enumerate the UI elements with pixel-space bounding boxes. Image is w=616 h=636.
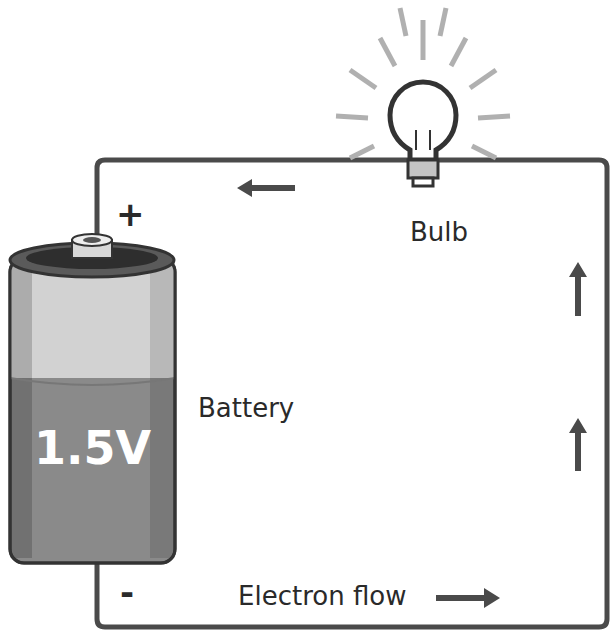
battery-cell: 1.5V [10, 258, 175, 563]
voltage-label: 1.5V [34, 423, 151, 474]
flow-label: Electron flow [238, 582, 406, 611]
part-name: Battery [198, 394, 294, 423]
terminal-sign: + [116, 196, 145, 233]
battery-symbol [10, 234, 175, 563]
terminal-sign: - [120, 574, 134, 611]
bulb-symbol [336, 8, 510, 186]
part-name: Bulb [410, 218, 468, 247]
